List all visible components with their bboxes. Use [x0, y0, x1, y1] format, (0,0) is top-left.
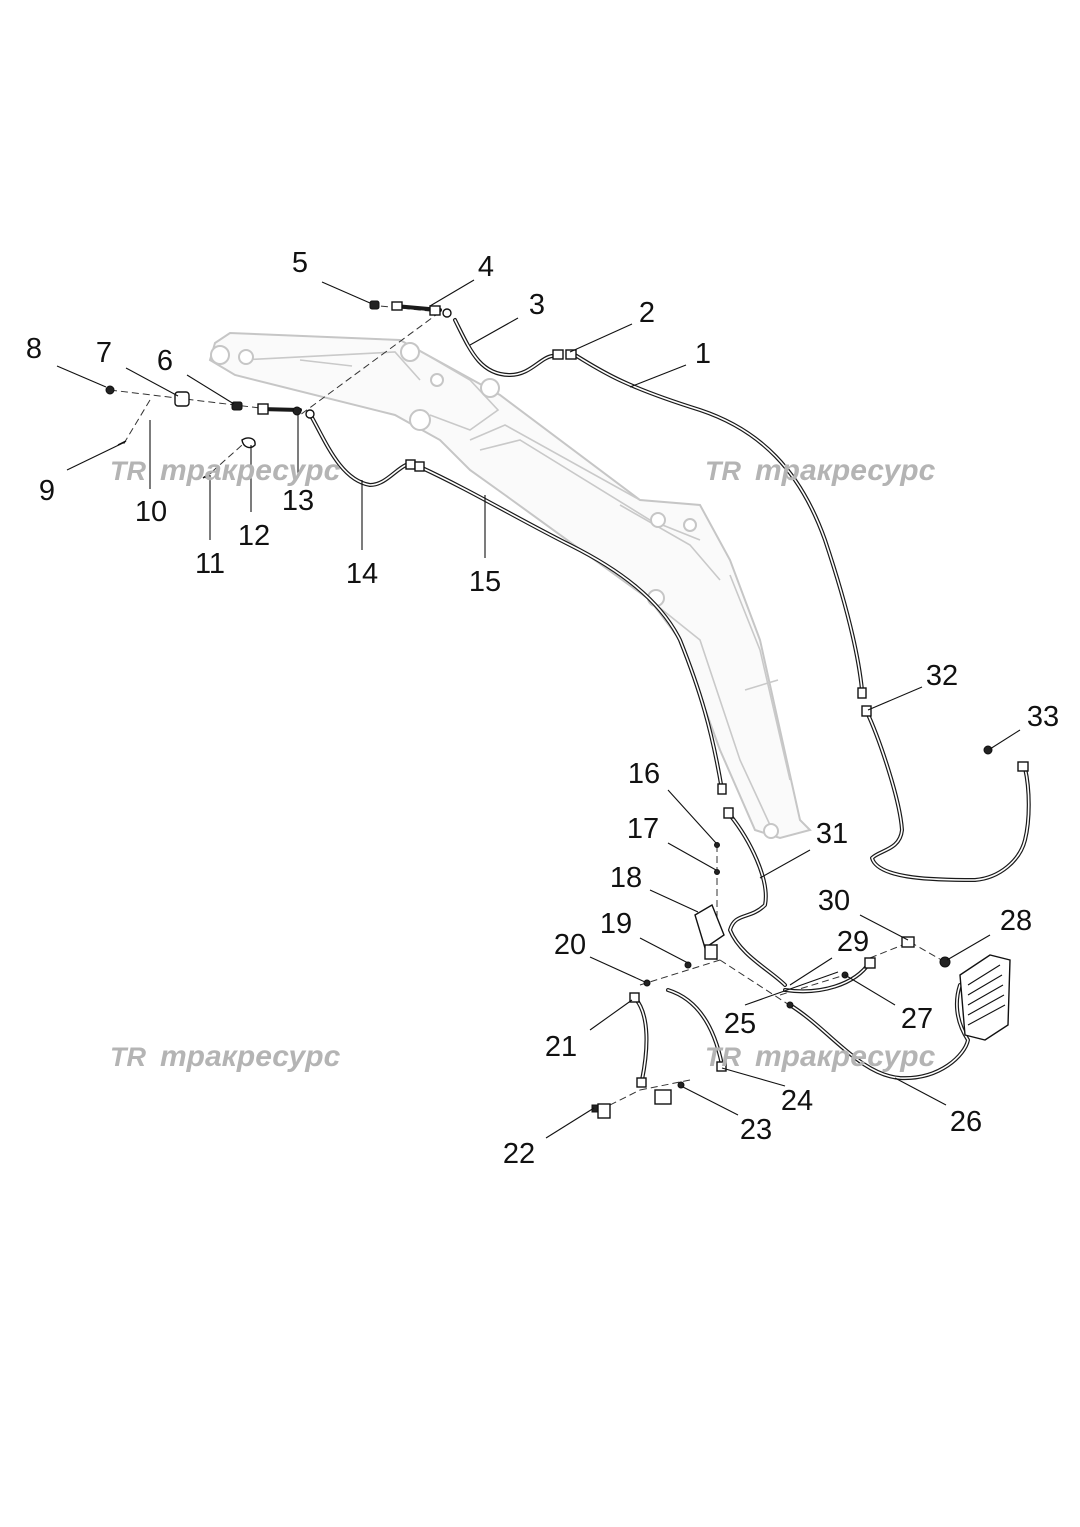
callout-10: 10: [135, 496, 167, 528]
hoses: [258, 304, 1031, 1082]
callout-4: 4: [478, 251, 494, 283]
boom-outline: [208, 331, 812, 840]
callout-22: 22: [503, 1138, 535, 1170]
callout-13: 13: [282, 485, 314, 517]
watermark-top-right: TR тракресурс: [705, 454, 936, 487]
callout-29: 29: [837, 926, 869, 958]
callout-7: 7: [96, 337, 112, 369]
callout-8: 8: [26, 333, 42, 365]
callout-28: 28: [1000, 905, 1032, 937]
callout-2: 2: [639, 297, 655, 329]
callout-32: 32: [926, 660, 958, 692]
callout-16: 16: [628, 758, 660, 790]
callout-30: 30: [818, 885, 850, 917]
callout-26: 26: [950, 1106, 982, 1138]
watermark-text: тракресурс: [160, 454, 341, 487]
callout-15: 15: [469, 566, 501, 598]
callout-6: 6: [157, 345, 173, 377]
callout-21: 21: [545, 1031, 577, 1063]
watermark-logo: TR: [110, 456, 146, 486]
watermark-text: тракресурс: [160, 1040, 341, 1073]
watermark-logo: TR: [705, 456, 741, 486]
callout-24: 24: [781, 1085, 813, 1117]
control-valve-block: [959, 954, 1011, 1041]
watermark-bottom-right: TR тракресурс: [705, 1040, 936, 1073]
callout-14: 14: [346, 558, 378, 590]
watermark-bottom-left: TR тракресурс: [110, 1040, 341, 1073]
callout-9: 9: [39, 475, 55, 507]
callout-23: 23: [740, 1114, 772, 1146]
callout-11: 11: [195, 548, 225, 580]
leader-lines: [56, 279, 1021, 1139]
callout-19: 19: [600, 908, 632, 940]
watermark-logo: TR: [110, 1042, 146, 1072]
watermark-text: тракресурс: [755, 454, 936, 487]
callout-3: 3: [529, 289, 545, 321]
callout-12: 12: [238, 520, 270, 552]
callout-18: 18: [610, 862, 642, 894]
watermark-logo: TR: [705, 1042, 741, 1072]
fittings: [105, 300, 1029, 1119]
watermark-top-left: TR тракресурс: [110, 454, 341, 487]
callout-25: 25: [724, 1008, 756, 1040]
callout-20: 20: [554, 929, 586, 961]
callout-17: 17: [627, 813, 659, 845]
callout-5: 5: [292, 247, 308, 279]
watermark-text: тракресурс: [755, 1040, 936, 1073]
callout-33: 33: [1027, 701, 1059, 733]
callout-1: 1: [695, 338, 711, 370]
callout-31: 31: [816, 818, 848, 850]
callout-27: 27: [901, 1003, 933, 1035]
callout-labels: 1 2 3 4 5 6 7 8 9 10 11 12 13 14 15 16 1…: [26, 247, 1059, 1170]
